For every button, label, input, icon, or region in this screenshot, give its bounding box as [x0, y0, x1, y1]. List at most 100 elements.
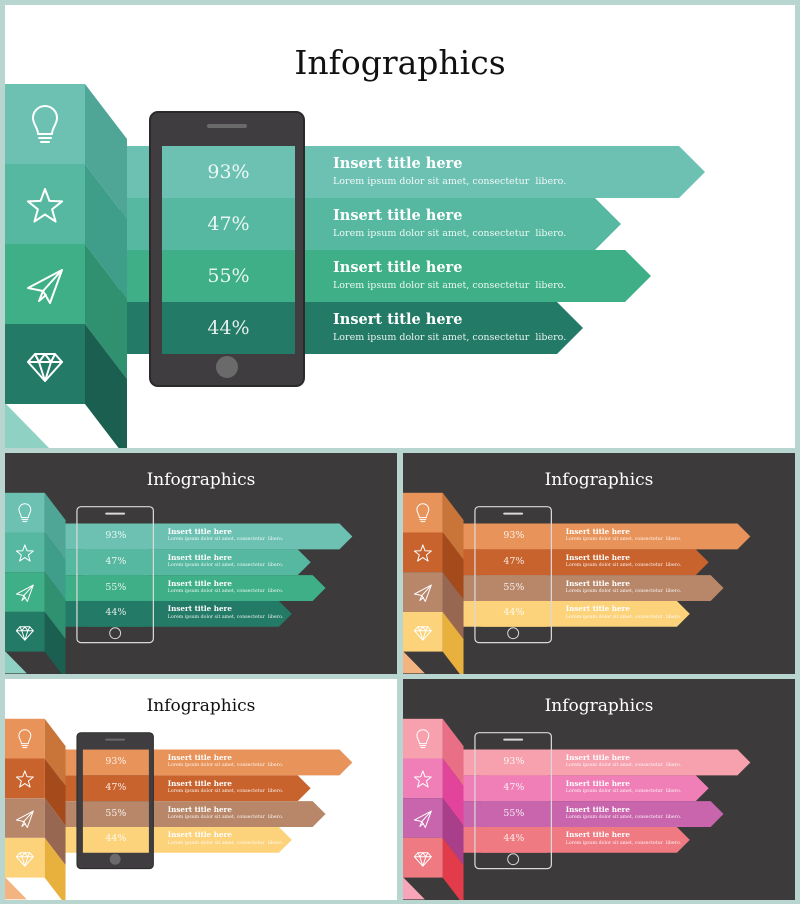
row-body-text: Lorem ipsum dolor sit amet, consectetur … [565, 840, 682, 846]
row-heading: Insert title here [565, 804, 630, 814]
cube-side-face [85, 324, 127, 448]
diamond-icon [27, 353, 63, 382]
row-heading: Insert title here [333, 207, 463, 224]
lightbulb-icon [18, 729, 32, 749]
percent-value: 93% [105, 755, 127, 767]
icon-cube [5, 324, 85, 404]
row-heading: Insert title here [167, 752, 232, 762]
cube-side-face [44, 718, 66, 786]
percent-value: 44% [207, 317, 250, 339]
icon-cube [5, 84, 85, 164]
row-heading: Insert title here [565, 778, 630, 788]
row-body-text: Lorem ipsum dolor sit amet, consectetur … [167, 814, 284, 820]
phone-screen-segment [480, 575, 547, 601]
row-body-text: Lorem ipsum dolor sit amet, consectetur … [167, 563, 284, 569]
row-body-text: Lorem ipsum dolor sit amet, consectetur … [167, 789, 284, 795]
infographic-diagram [5, 84, 705, 448]
percent-value: 55% [503, 581, 525, 593]
row-heading: Insert title here [167, 830, 232, 840]
icon-cube [5, 164, 85, 244]
icon-cube [5, 758, 45, 799]
corner-decoration [5, 877, 27, 900]
percent-value: 44% [105, 833, 127, 845]
icon-cube [403, 758, 443, 799]
phone-screen-segment [82, 775, 149, 802]
row-heading: Insert title here [333, 259, 463, 276]
row-heading: Insert title here [333, 155, 463, 172]
paper-plane-icon [15, 584, 34, 602]
row-body-text: Lorem ipsum dolor sit amet, consectetur … [333, 228, 567, 239]
percent-value: 47% [503, 555, 525, 567]
infographic-diagram [5, 492, 353, 674]
icon-cube [403, 837, 443, 878]
slide-title: Infographics [544, 470, 654, 490]
icon-cube [403, 572, 443, 612]
percent-value: 55% [207, 265, 250, 287]
row-heading: Insert title here [565, 830, 630, 840]
row-body-text: Lorem ipsum dolor sit amet, consectetur … [565, 537, 682, 543]
phone-screen-segment [480, 600, 547, 627]
icon-cube [5, 837, 45, 878]
phone-home-button [216, 356, 238, 378]
percent-value: 93% [105, 529, 127, 541]
icon-cube [5, 611, 45, 652]
cube-side-face [85, 164, 127, 299]
row-heading: Insert title here [333, 311, 463, 328]
infographic-diagram [403, 492, 751, 674]
phone-speaker [503, 738, 524, 741]
phone-body [474, 506, 552, 644]
row-heading: Insert title here [565, 752, 630, 762]
star-icon [15, 770, 34, 788]
diamond-icon [413, 852, 432, 867]
cube-side-face [442, 572, 464, 640]
phone-home-button [507, 627, 520, 640]
percent-value: 44% [503, 833, 525, 845]
percent-value: 47% [105, 781, 127, 793]
cube-side-face [44, 611, 66, 674]
row-body-text: Lorem ipsum dolor sit amet, consectetur … [167, 763, 284, 769]
phone-body [474, 732, 552, 870]
diamond-icon [15, 626, 34, 641]
diamond-icon [15, 852, 34, 867]
row-heading: Insert title here [167, 552, 232, 562]
percent-value: 93% [207, 161, 250, 183]
slide-title: Infographics [294, 43, 506, 82]
row-body-text: Lorem ipsum dolor sit amet, consectetur … [167, 840, 284, 846]
diamond-icon [413, 626, 432, 641]
corner-decoration [5, 651, 27, 674]
icon-cube [5, 244, 85, 324]
cube-side-face [442, 611, 464, 674]
percent-value: 47% [503, 781, 525, 793]
row-body-text: Lorem ipsum dolor sit amet, consectetur … [167, 588, 284, 594]
row-heading: Insert title here [565, 578, 630, 588]
phone-screen-segment [480, 801, 547, 827]
cube-side-face [442, 718, 464, 786]
paper-plane-icon [27, 269, 63, 304]
star-icon [413, 770, 432, 788]
row-body-text: Lorem ipsum dolor sit amet, consectetur … [565, 588, 682, 594]
cube-side-face [442, 798, 464, 866]
percent-value: 93% [503, 529, 525, 541]
row-body-text: Lorem ipsum dolor sit amet, consectetur … [333, 176, 567, 187]
cube-side-face [85, 84, 127, 219]
percent-value: 93% [503, 755, 525, 767]
row-body-text: Lorem ipsum dolor sit amet, consectetur … [565, 789, 682, 795]
phone-home-button [507, 853, 520, 866]
phone-screen-segment [82, 575, 149, 601]
icon-cube [403, 532, 443, 573]
percent-value: 55% [105, 581, 127, 593]
cube-side-face [442, 758, 464, 826]
phone-screen-segment [162, 198, 295, 250]
cube-side-face [44, 492, 66, 560]
percent-value: 47% [105, 555, 127, 567]
row-body-text: Lorem ipsum dolor sit amet, consectetur … [333, 332, 567, 343]
phone-speaker [105, 512, 126, 515]
icon-cube [403, 718, 443, 759]
star-icon [413, 544, 432, 562]
slide-title: Infographics [544, 696, 654, 716]
infographic-diagram [5, 718, 353, 900]
row-heading: Insert title here [167, 604, 232, 614]
row-body-text: Lorem ipsum dolor sit amet, consectetur … [333, 280, 567, 291]
